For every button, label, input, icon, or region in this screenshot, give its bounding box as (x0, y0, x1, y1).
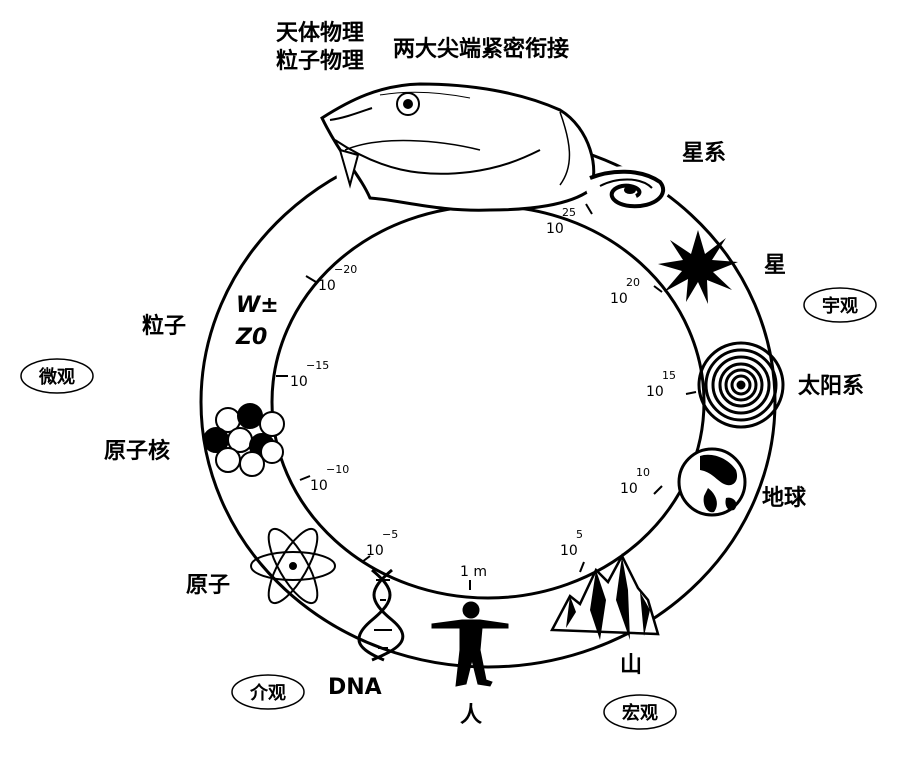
tick-label-exp: 25 (562, 206, 576, 219)
earth-label: 地球 (762, 486, 807, 511)
region-cosmic: 宇观 (804, 288, 876, 322)
title-joiner: 两大尖端紧密衔接 (393, 36, 569, 62)
tick-label-base: 10 (646, 384, 664, 400)
serpent-body (201, 137, 775, 667)
region-macro: 宏观 (604, 695, 676, 729)
region-micro: 微观 (21, 359, 93, 393)
human-label: 人 (460, 703, 482, 728)
tick-label-exp: −15 (306, 359, 329, 372)
star-icon (658, 230, 738, 304)
tick-label-base: 10 (366, 543, 384, 559)
tick-mark (654, 286, 662, 292)
galaxy-icon (586, 166, 670, 210)
tick-label-base: 10 (546, 221, 564, 237)
title-line1: 天体物理 (276, 20, 364, 46)
tick-mark (654, 486, 662, 494)
w-boson-label: W± (236, 293, 279, 318)
human-icon (432, 602, 508, 686)
tick-mark (300, 476, 310, 480)
particle-label: 粒子 (142, 313, 186, 339)
nucleus-icon (204, 404, 284, 476)
tick-label-base: 10 (290, 374, 308, 390)
region-meso: 介观 (232, 675, 304, 709)
tick-label-base: 10 (318, 278, 336, 294)
region-meso-label: 介观 (249, 682, 286, 704)
region-micro-label: 微观 (38, 366, 75, 388)
tick-mark (686, 392, 696, 394)
region-cosmic-label: 宇观 (822, 295, 858, 317)
region-macro-label: 宏观 (622, 702, 658, 724)
tick-mark (306, 276, 316, 282)
tick-mark (586, 204, 592, 214)
mountain-icon (552, 556, 658, 640)
star-label: 星 (764, 253, 786, 278)
tick-label-base: 10 (560, 543, 578, 559)
tick-label-base: 10 (610, 291, 628, 307)
earth-icon (679, 449, 745, 515)
title-line2: 粒子物理 (276, 48, 364, 74)
z-boson-label: Z0 (235, 325, 267, 350)
tick-label-base: 10 (620, 481, 638, 497)
tick-label-1m: 1 m (460, 564, 487, 580)
solar-system-label: 太阳系 (798, 374, 864, 399)
tick-label-exp: 10 (636, 466, 650, 479)
scale-tick-labels: 1 m 10 5 10 10 10 15 10 20 10 25 10 −5 1… (290, 206, 676, 580)
solar-system-icon (699, 343, 783, 427)
tick-label-exp: 5 (576, 528, 583, 541)
tick-mark (580, 562, 584, 572)
title-block: 天体物理 粒子物理 两大尖端紧密衔接 (276, 20, 569, 74)
tick-label-exp: −10 (326, 463, 349, 476)
atom-label: 原子 (186, 573, 230, 598)
tick-label-exp: −20 (334, 263, 357, 276)
tick-label-exp: 15 (662, 369, 676, 382)
dna-label: DNA (328, 675, 382, 700)
nucleus-label: 原子核 (104, 438, 170, 464)
mountain-label: 山 (620, 653, 642, 678)
tick-label-exp: 20 (626, 276, 640, 289)
tick-label-exp: −5 (382, 528, 398, 541)
galaxy-label: 星系 (682, 141, 726, 166)
tick-label-base: 10 (310, 478, 328, 494)
